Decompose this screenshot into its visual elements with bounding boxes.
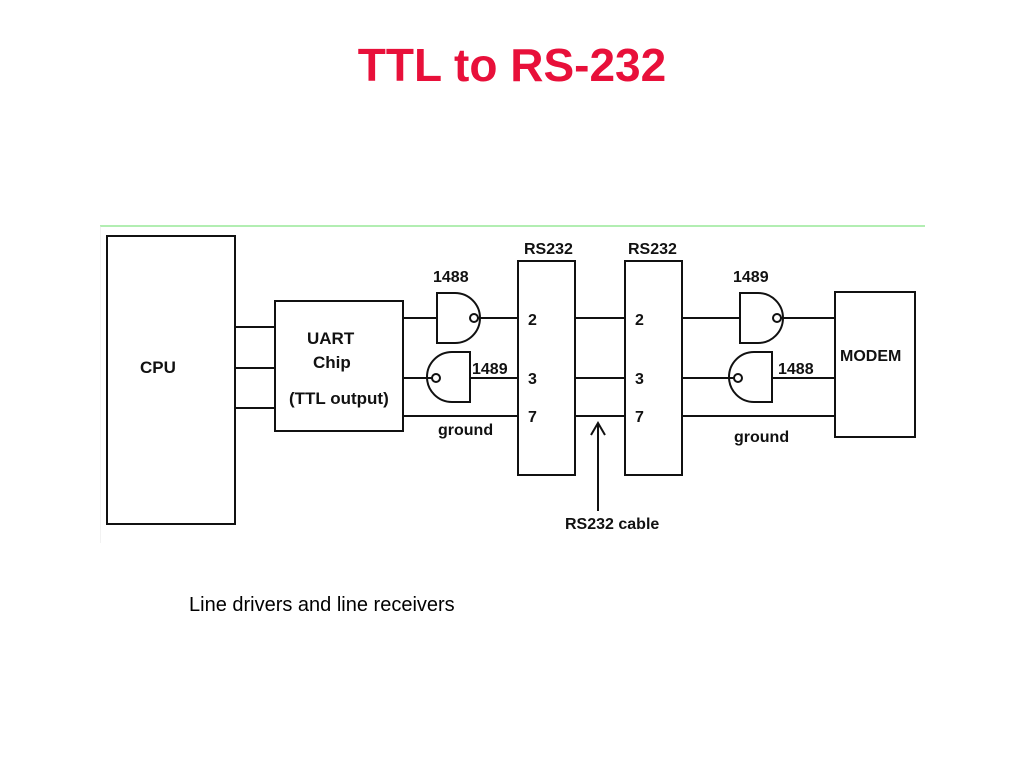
cpu-label: CPU bbox=[140, 358, 176, 377]
gate-1488-right-bubble bbox=[733, 373, 743, 383]
gate-1489-left-bubble bbox=[431, 373, 441, 383]
pin-left-7: 7 bbox=[528, 409, 537, 426]
uart-label-line1: UART bbox=[307, 329, 355, 348]
slide-title: TTL to RS-232 bbox=[357, 39, 667, 91]
gate-1488-right-body bbox=[728, 351, 773, 403]
modem-label: MODEM bbox=[840, 348, 901, 365]
gate-1488-left-body bbox=[436, 292, 481, 344]
ground-left-label: ground bbox=[438, 422, 493, 439]
rs232-right-label: RS232 bbox=[628, 241, 677, 258]
rs232-diagram: CPU UART Chip (TTL output) RS232 RS232 1… bbox=[100, 225, 925, 543]
diagram-svg: CPU UART Chip (TTL output) RS232 RS232 1… bbox=[100, 225, 925, 543]
uart-label-line3: (TTL output) bbox=[289, 389, 389, 408]
gate-1488-left-bubble bbox=[469, 313, 479, 323]
pin-right-2: 2 bbox=[635, 312, 644, 329]
cable-label: RS232 cable bbox=[565, 516, 659, 533]
gate-left-top-label: 1488 bbox=[433, 269, 469, 286]
rs232-left-connector bbox=[517, 260, 576, 476]
gate-right-bottom-label: 1488 bbox=[778, 361, 814, 378]
caption: Line drivers and line receivers bbox=[189, 594, 455, 616]
pin-right-3: 3 bbox=[635, 371, 644, 388]
rs232-right-connector bbox=[624, 260, 683, 476]
gate-1489-right-bubble bbox=[772, 313, 782, 323]
cpu-box bbox=[106, 235, 236, 525]
pin-right-7: 7 bbox=[635, 409, 644, 426]
gate-right-top-label: 1489 bbox=[733, 269, 769, 286]
gate-1489-right-body bbox=[739, 292, 784, 344]
uart-label-line2: Chip bbox=[313, 353, 351, 372]
ground-right-label: ground bbox=[734, 429, 789, 446]
uart-box bbox=[274, 300, 404, 432]
pin-left-3: 3 bbox=[528, 371, 537, 388]
gate-left-bottom-label: 1489 bbox=[472, 361, 508, 378]
cable-arrow-head bbox=[590, 421, 606, 436]
pin-left-2: 2 bbox=[528, 312, 537, 329]
rs232-left-label: RS232 bbox=[524, 241, 573, 258]
gate-1489-left-body bbox=[426, 351, 471, 403]
modem-box bbox=[834, 291, 916, 438]
